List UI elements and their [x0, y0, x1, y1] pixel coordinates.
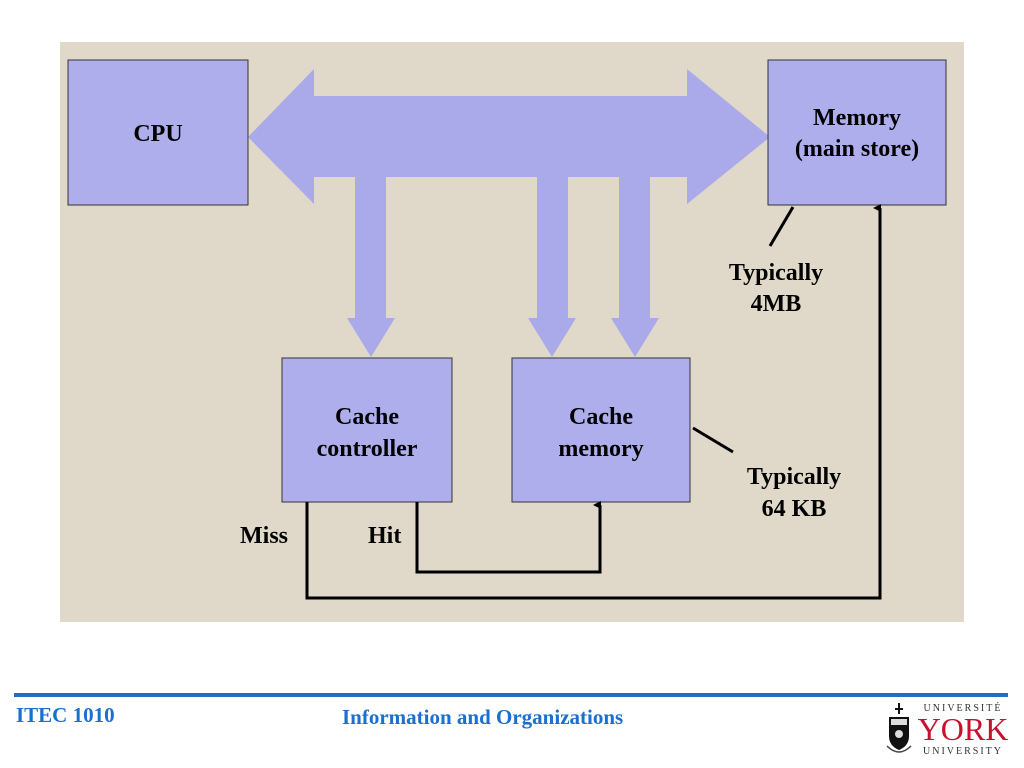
york-university-logo: UNIVERSITÉ YORK UNIVERSITY	[886, 702, 1009, 757]
memory-callout-line	[768, 206, 795, 247]
cpu-label: CPU	[133, 121, 182, 147]
cache-callout-line	[692, 426, 734, 454]
hit-label: Hit	[368, 523, 401, 549]
cache-memory-label: Cache	[569, 404, 633, 430]
logo-universite-text: UNIVERSITÉ	[924, 702, 1003, 714]
system-bus-arrow	[248, 69, 770, 204]
bus-to-cache-memory-arrow-2	[611, 177, 659, 357]
memory-size-annotation: Typically	[729, 260, 823, 286]
cache-controller-label: Cache	[335, 404, 399, 430]
york-crest-icon	[886, 703, 912, 753]
logo-university-text: UNIVERSITY	[923, 746, 1003, 757]
cache-controller-box: Cache controller	[281, 357, 453, 503]
logo-york-text: YORK	[918, 711, 1009, 747]
cache-memory-sublabel: memory	[558, 436, 643, 462]
memory-label: Memory	[813, 105, 901, 131]
bus-to-cache-controller-arrow	[347, 177, 395, 357]
memory-sublabel: (main store)	[795, 136, 919, 162]
cache-controller-sublabel: controller	[317, 436, 418, 462]
course-code: ITEC 1010	[16, 703, 115, 727]
miss-label: Miss	[240, 523, 288, 549]
memory-size-value: 4MB	[751, 291, 802, 317]
memory-box: Memory (main store)	[767, 59, 947, 206]
cpu-box: CPU	[67, 59, 249, 206]
footer-divider	[14, 693, 1008, 697]
cache-size-annotation: Typically	[747, 464, 841, 490]
bus-to-cache-memory-arrow-1	[528, 177, 576, 357]
miss-path-arrow	[305, 204, 882, 600]
cache-size-value: 64 KB	[762, 496, 827, 522]
hit-path-arrow	[415, 501, 602, 574]
course-title: Information and Organizations	[342, 705, 624, 729]
cache-memory-box: Cache memory	[511, 357, 691, 503]
